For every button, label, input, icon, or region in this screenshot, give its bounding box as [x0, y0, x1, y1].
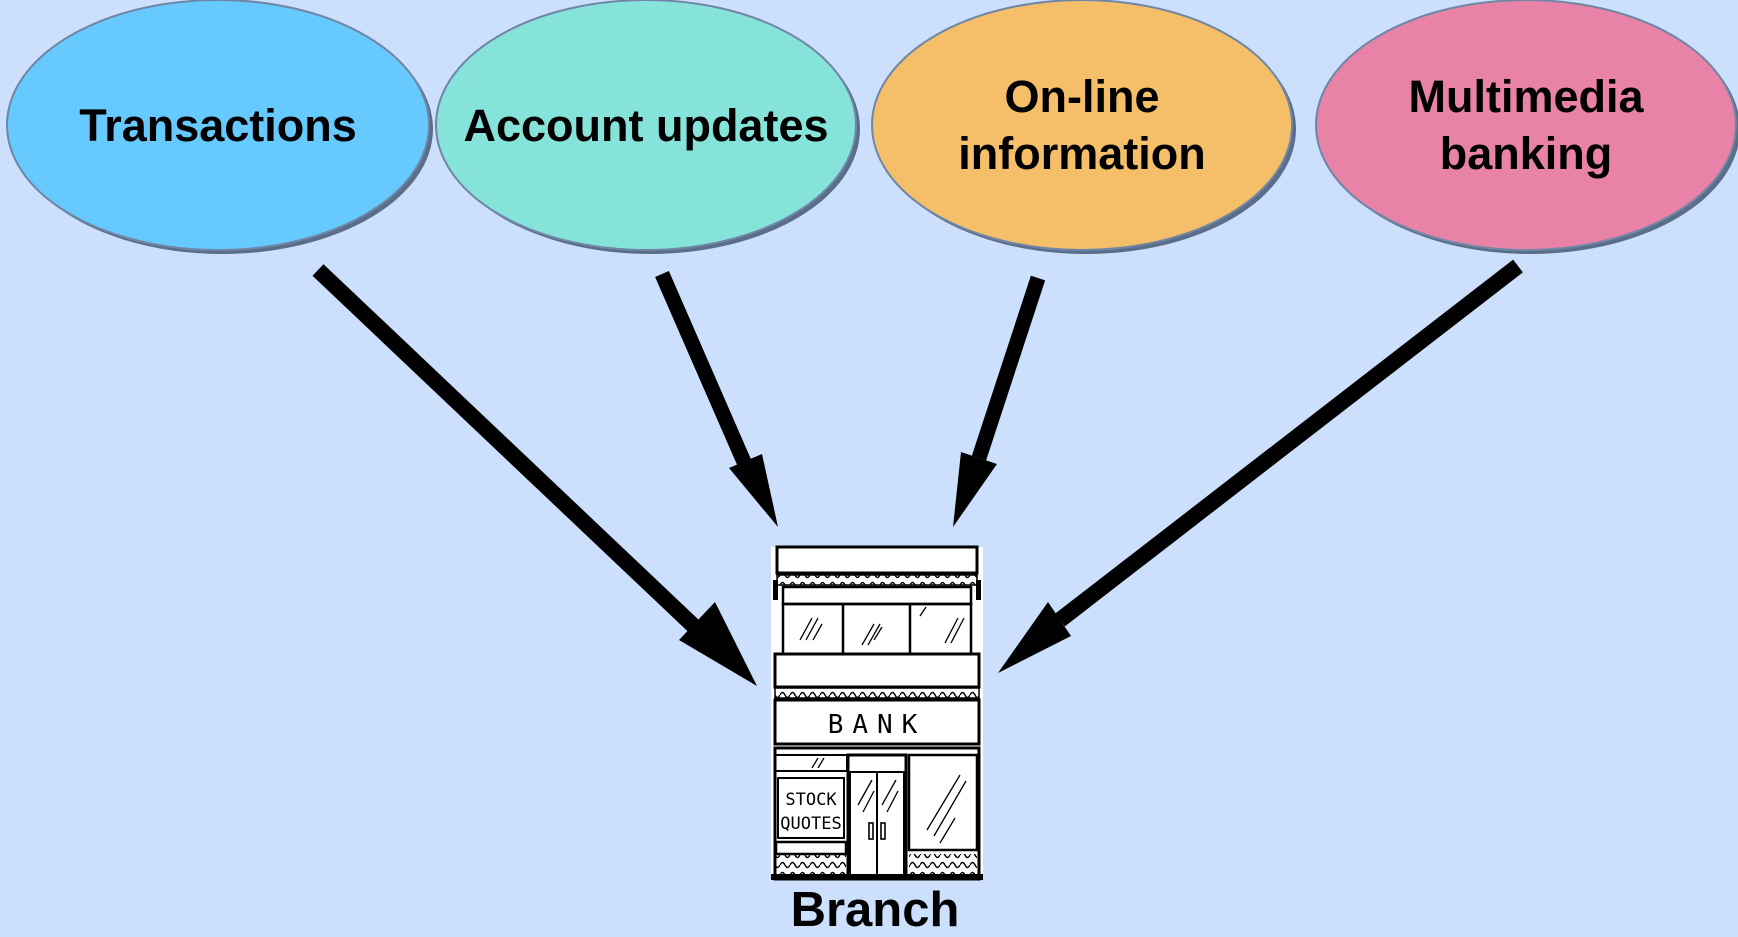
ellipse-label-line: banking — [1439, 128, 1613, 179]
ellipse-label-account-updates: Account updates — [436, 25, 856, 225]
ellipse-label-line: Multimedia — [1408, 71, 1644, 122]
ellipse-online-information — [871, 0, 1296, 254]
ellipse-label-line: information — [958, 128, 1206, 179]
window-sign-line1: STOCK — [785, 790, 837, 810]
arrow-account-updates-to-branch — [655, 271, 778, 527]
ellipse-label-line: Account updates — [463, 99, 829, 151]
ellipse-transactions — [6, 0, 433, 254]
ellipse-label-transactions: Transactions — [8, 25, 428, 225]
ellipse-account-updates — [435, 0, 860, 254]
window-sign-line2: QUOTES — [780, 814, 841, 834]
arrow-transactions-to-branch — [312, 264, 757, 686]
ellipse-label-multimedia-banking: Multimedia banking — [1316, 25, 1736, 225]
ellipse-multimedia-banking — [1315, 0, 1738, 254]
ellipse-label-line: On-line — [1004, 71, 1160, 122]
ellipse-label-line: Transactions — [79, 99, 357, 151]
arrow-multimedia-banking-to-branch — [998, 259, 1523, 673]
bank-building-icon: BANK STOCK QUOTES — [771, 545, 983, 881]
ellipse-label-online-information: On-line information — [872, 25, 1292, 225]
bank-sign-text: BANK — [828, 710, 927, 740]
branch-label: Branch — [790, 883, 960, 937]
arrow-online-information-to-branch — [953, 275, 1046, 527]
